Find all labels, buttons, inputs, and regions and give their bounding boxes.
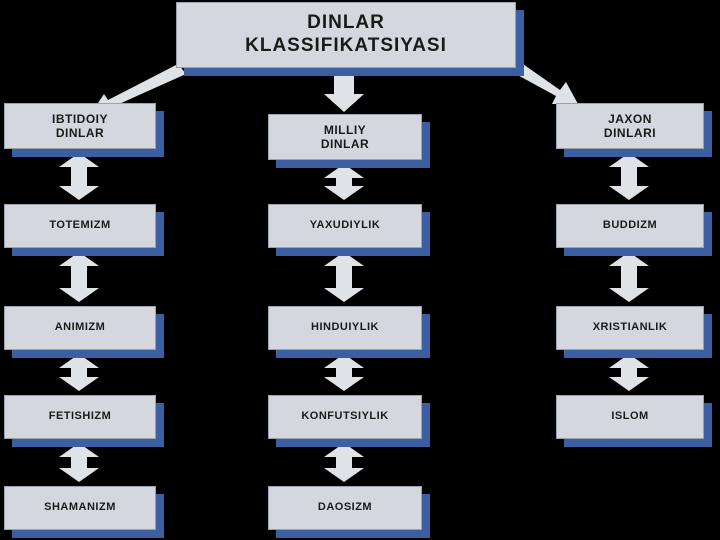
header-ibtidoiy-label: IBTIDOIY DINLAR	[51, 111, 108, 140]
node-totemizm-label: TOTEMIZM	[49, 219, 111, 232]
node-xristianlik-label: XRISTIANLIK	[592, 321, 668, 334]
node-fetishizm: FETISHIZM	[4, 395, 156, 439]
arrow-to-milliy	[324, 68, 364, 112]
header-ibtidoiy: IBTIDOIY DINLAR	[4, 103, 156, 149]
double-arrow-jaxon-0	[609, 153, 649, 200]
node-totemizm: TOTEMIZM	[4, 204, 156, 248]
node-islom-label: ISLOM	[611, 410, 649, 423]
double-arrow-ibtidoiy-1	[59, 252, 99, 302]
node-xristianlik: XRISTIANLIK	[556, 306, 704, 350]
double-arrow-milliy-0	[324, 164, 364, 200]
node-shamanizm-label: SHAMANIZM	[44, 501, 116, 514]
double-arrow-ibtidoiy-2	[59, 354, 99, 391]
header-milliy-label: MILLIY DINLAR	[320, 122, 370, 151]
node-konfutsiylik-label: KONFUTSIYLIK	[301, 410, 389, 423]
diagram-title: DINLAR KLASSIFIKATSIYASI	[176, 2, 516, 68]
header-jaxon-label: JAXON DINLARI	[603, 111, 657, 140]
node-animizm: ANIMIZM	[4, 306, 156, 350]
node-hinduiylik: HINDUIYLIK	[268, 306, 422, 350]
node-daosizm: DAOSIZM	[268, 486, 422, 530]
node-yaxudiylik: YAXUDIYLIK	[268, 204, 422, 248]
node-islom: ISLOM	[556, 395, 704, 439]
node-animizm-label: ANIMIZM	[54, 321, 106, 334]
double-arrow-milliy-1	[324, 252, 364, 302]
double-arrow-jaxon-1	[609, 252, 649, 302]
node-buddizm-label: BUDDIZM	[602, 219, 658, 232]
header-milliy: MILLIY DINLAR	[268, 114, 422, 160]
double-arrow-milliy-2	[324, 354, 364, 391]
double-arrow-jaxon-2	[609, 354, 649, 391]
node-hinduiylik-label: HINDUIYLIK	[311, 321, 379, 334]
header-jaxon: JAXON DINLARI	[556, 103, 704, 149]
arrow-to-ibtidoiy	[92, 64, 186, 114]
diagram-title-text: DINLAR KLASSIFIKATSIYASI	[245, 12, 447, 56]
double-arrow-milliy-3	[324, 443, 364, 482]
node-konfutsiylik: KONFUTSIYLIK	[268, 395, 422, 439]
node-shamanizm: SHAMANIZM	[4, 486, 156, 530]
double-arrow-ibtidoiy-0	[59, 153, 99, 200]
node-yaxudiylik-label: YAXUDIYLIK	[309, 219, 381, 232]
arrow-to-jaxon	[512, 62, 578, 104]
node-fetishizm-label: FETISHIZM	[48, 410, 112, 423]
double-arrow-ibtidoiy-3	[59, 443, 99, 482]
node-buddizm: BUDDIZM	[556, 204, 704, 248]
node-daosizm-label: DAOSIZM	[317, 501, 373, 514]
